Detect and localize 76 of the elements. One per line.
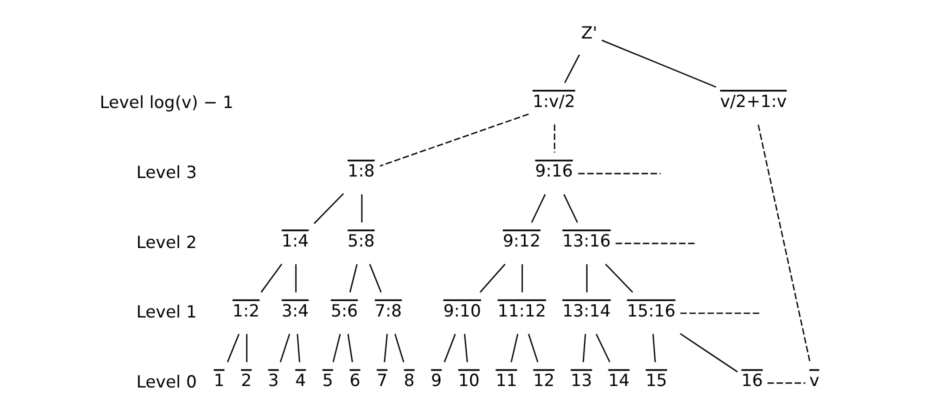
connector — [554, 124, 556, 153]
connector — [380, 114, 529, 167]
node-text: 1:2 — [232, 300, 260, 320]
node-text: 4 — [295, 370, 306, 390]
node-text: 1 — [214, 370, 224, 390]
connector — [563, 194, 578, 223]
connector — [295, 264, 297, 292]
connector — [767, 382, 806, 384]
node-text: Z' — [581, 22, 598, 42]
connector — [314, 193, 344, 224]
node-text: 7:8 — [374, 300, 402, 320]
connector — [444, 334, 456, 362]
node-text: 9:12 — [502, 230, 541, 251]
node-text: 3 — [268, 370, 279, 390]
node-text: 16 — [741, 370, 763, 390]
connector — [361, 194, 363, 222]
connector — [758, 124, 811, 362]
label: Level 1 — [136, 302, 197, 322]
node-text: 5:6 — [330, 300, 358, 320]
connector — [260, 264, 282, 293]
connector — [349, 264, 358, 292]
node-text: 1:4 — [282, 230, 309, 251]
connector — [578, 172, 661, 174]
node-text: 9:16 — [535, 160, 573, 181]
node-text: 6 — [350, 370, 360, 390]
connector — [616, 242, 697, 244]
connector — [582, 334, 586, 362]
node-text: 5 — [322, 370, 334, 390]
node-text: 15:16 — [626, 300, 676, 320]
label: Level log(v) − 1 — [100, 92, 234, 112]
connector — [226, 334, 240, 362]
node-text: 15 — [646, 370, 668, 390]
connector — [564, 54, 580, 84]
node-text: 13:14 — [562, 300, 611, 320]
connector — [480, 264, 506, 293]
label: Level 2 — [136, 232, 197, 252]
node-text: 1:v/2 — [532, 90, 576, 111]
node-text: 3:4 — [282, 300, 309, 320]
connector — [596, 334, 610, 362]
connector — [394, 334, 404, 362]
label: Level 3 — [136, 162, 197, 182]
connector — [332, 334, 341, 362]
node-text: 8 — [404, 370, 415, 390]
connector — [464, 334, 468, 362]
node-text: 2 — [240, 370, 252, 390]
node-text: 7 — [376, 370, 388, 390]
connector — [680, 312, 762, 314]
connector — [510, 334, 518, 362]
connector — [605, 264, 634, 293]
node-text: 13 — [570, 370, 592, 390]
node-text: 1:8 — [348, 160, 375, 181]
node-text: 11 — [496, 370, 518, 390]
connector — [680, 333, 738, 372]
connector — [384, 334, 388, 362]
connector — [296, 334, 300, 362]
connector — [280, 334, 290, 362]
connector — [522, 264, 523, 292]
node-text: 11:12 — [498, 300, 546, 320]
connector — [531, 194, 546, 223]
node-text: 14 — [608, 370, 630, 390]
node-text: 13:16 — [562, 230, 611, 251]
label: Level 0 — [136, 371, 197, 392]
connector — [586, 264, 588, 292]
connector — [347, 334, 354, 362]
node-text: v/2+1:v — [720, 90, 787, 111]
node-text: 12 — [533, 370, 555, 390]
node-text: 9:10 — [443, 300, 482, 320]
node-text: 10 — [458, 370, 480, 390]
connector — [528, 334, 538, 362]
node-text: 5:8 — [348, 230, 375, 251]
connector — [652, 334, 656, 362]
node-text: 9 — [431, 370, 442, 390]
connector — [602, 40, 716, 88]
connector — [246, 334, 248, 362]
connector — [369, 264, 382, 293]
node-text: v — [809, 370, 820, 390]
